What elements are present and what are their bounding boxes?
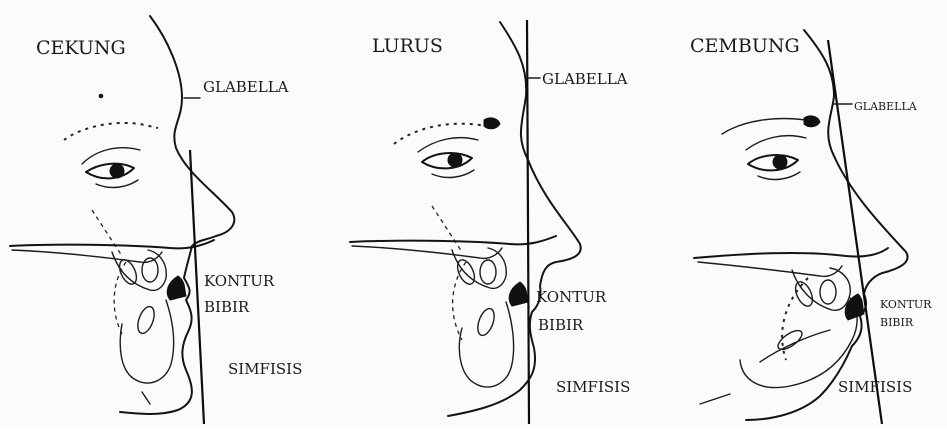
lower-incisor bbox=[135, 304, 158, 335]
facial-profile-outline bbox=[120, 16, 234, 414]
lower-eyelid bbox=[432, 170, 474, 177]
panel-lurus: LURUS GLABELLA KONTUR BIBIR SIMFISIS bbox=[350, 20, 630, 424]
facial-profile-outline bbox=[746, 30, 908, 420]
brow-mark bbox=[484, 118, 500, 129]
lip-contact bbox=[167, 276, 186, 300]
upper-incisor bbox=[820, 280, 836, 304]
lower-jaw bbox=[120, 300, 173, 383]
panel-title: LURUS bbox=[372, 35, 443, 57]
forehead-line bbox=[722, 119, 806, 134]
lower-incisor bbox=[475, 306, 498, 337]
eye-pupil bbox=[448, 153, 462, 167]
facial-reference-line bbox=[527, 20, 529, 424]
lip-contour-label-line1: KONTUR bbox=[204, 272, 275, 290]
facial-reference-line bbox=[828, 40, 882, 424]
lip-contact bbox=[509, 282, 528, 306]
lower-jaw bbox=[740, 298, 857, 388]
forehead-dash bbox=[394, 124, 490, 144]
lip-contour-label-line1: KONTUR bbox=[880, 298, 932, 311]
skull-dash-line bbox=[432, 206, 462, 252]
lower-jaw bbox=[459, 302, 513, 387]
panel-cembung: CEMBUNG GLABELLA KONTUR BIBIR SIMFISIS bbox=[690, 30, 932, 424]
lower-jaw-inner bbox=[760, 330, 830, 362]
eye-pupil bbox=[773, 155, 787, 169]
upper-jaw bbox=[452, 248, 506, 288]
symphysis-label: SIMFISIS bbox=[838, 378, 912, 396]
eyebrow bbox=[418, 138, 478, 152]
chin-line bbox=[142, 392, 150, 404]
palatal-plane bbox=[350, 236, 556, 244]
lip-contour-label-line2: BIBIR bbox=[204, 298, 250, 316]
upper-incisor bbox=[480, 260, 496, 284]
eye-pupil bbox=[110, 164, 124, 178]
eye-outline bbox=[422, 153, 472, 168]
lower-eyelid bbox=[758, 172, 800, 179]
symphysis-label: SIMFISIS bbox=[228, 360, 302, 378]
upper-molar bbox=[792, 279, 816, 308]
palatal-plane bbox=[10, 240, 214, 248]
forehead-dash bbox=[64, 123, 158, 140]
eyebrow bbox=[746, 136, 806, 150]
brow-mark bbox=[804, 116, 820, 127]
symphysis-label: SIMFISIS bbox=[556, 378, 630, 396]
dot-mark bbox=[99, 94, 103, 98]
chin-dash bbox=[700, 394, 730, 404]
glabella-label: GLABELLA bbox=[854, 100, 918, 113]
lip-contour-label-line1: KONTUR bbox=[536, 288, 607, 306]
skull-dash-line bbox=[92, 210, 122, 256]
upper-jaw bbox=[792, 268, 850, 310]
maxilla bbox=[698, 262, 842, 276]
eyebrow bbox=[82, 148, 140, 164]
lip-contour-label-line2: BIBIR bbox=[880, 316, 914, 329]
lower-eyelid bbox=[96, 180, 138, 187]
panel-title: CEMBUNG bbox=[690, 35, 800, 57]
panel-title: CEKUNG bbox=[36, 37, 126, 59]
panel-cekung: CEKUNG GLABELLA KONTUR BIBIR SIMFISIS bbox=[10, 16, 302, 424]
maxilla bbox=[12, 250, 162, 262]
lip-contour-label-line2: BIBIR bbox=[538, 316, 584, 334]
maxilla bbox=[352, 246, 502, 258]
glabella-label: GLABELLA bbox=[542, 70, 628, 88]
facial-reference-line bbox=[190, 150, 204, 424]
glabella-label: GLABELLA bbox=[203, 78, 289, 96]
